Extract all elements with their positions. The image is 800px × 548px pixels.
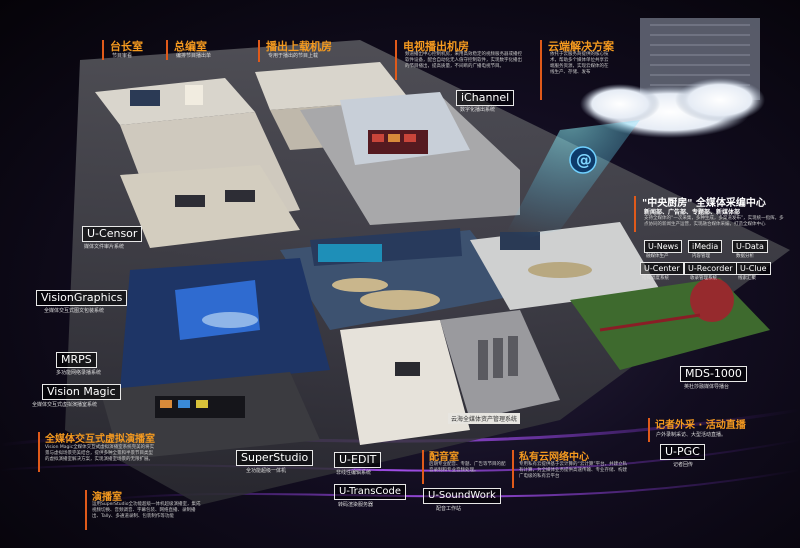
visiongraphics-tag: VisionGraphics [36, 290, 128, 306]
cabinet [185, 85, 203, 105]
tool-urecorder-desc: 收录管理系统 [690, 276, 717, 281]
tool-imedia: iMedia [688, 240, 723, 253]
label-dianshi-title: 电视播出机房 [403, 40, 469, 53]
xuni-desc: Vision Magic全媒体交互式虚拟演播室系统完美的将实景与虚拟场景完美结合… [45, 445, 155, 462]
room-floor [120, 165, 300, 248]
label-taizhang-desc: 节目审看 [112, 53, 133, 59]
label-zongbian-desc: 编排节目播出单 [176, 53, 212, 59]
tv-screen [130, 90, 160, 106]
superstudio-tag: SuperStudio [236, 450, 314, 466]
tool-unews: U-News [644, 240, 683, 253]
usoundwork-tag: U-SoundWork [423, 488, 501, 504]
mds-desc: 英杜莎融媒体导播台 [684, 384, 730, 390]
label-bochu-shangzai-desc: 专用于播出的节目上载 [268, 53, 319, 59]
tool-ucenter-desc: 指挥调度系统 [642, 276, 669, 281]
label-taizhang-title: 台长室 [110, 40, 143, 53]
uedit-tag: U-EDIT [334, 452, 382, 468]
waicai-title: 记者外采 · 活动直播 [655, 420, 746, 431]
utranscode-tag: U-TransCode [334, 484, 407, 500]
yanbo-title: 演播室 [92, 492, 122, 503]
label-yunduan-desc: 依托于云服务商提供的核心技术，帮助多个媒体单位共享云端服务资源，实现云媒体的在线… [550, 52, 609, 75]
at-icon: @ [576, 150, 592, 169]
usoundwork-desc: 配音工作站 [436, 506, 462, 512]
label-bochu-shangzai-title: 播出上载机房 [266, 40, 332, 53]
zhongyang-desc: 支持全媒体的“一次采集，多种生成，多渠道发布”，实现统一指挥，多点协同的新闻生产… [644, 216, 784, 227]
tool-ucenter: U-Center [640, 262, 684, 275]
siyou-title: 私有云网络中心 [519, 452, 589, 463]
tool-urecorder: U-Recorder [684, 262, 737, 275]
superstudio-desc: 全功能超级一体机 [246, 468, 287, 474]
tool-uclue-desc: 线索汇聚 [738, 276, 756, 281]
yunhai-tag: 云海全媒体资产管理系统 [448, 413, 521, 424]
visionmagic-tag: Vision Magic [42, 384, 121, 400]
stage-screen [690, 278, 734, 322]
uedit-desc: 非线性编辑系统 [336, 470, 372, 476]
yanbo-desc: 运用SuperStudio全功能超级一体机超级演播室，集成视频切换、音频调音、字… [92, 502, 201, 519]
newsroom-screen [318, 244, 382, 262]
utranscode-desc: 转码渲染服务器 [338, 502, 374, 508]
tool-uclue: U-Clue [736, 262, 771, 275]
tool-unews-desc: 融媒体生产 [646, 254, 669, 259]
data-beam [500, 120, 640, 245]
mrps-tag: MRPS [56, 352, 97, 368]
peiyin-title: 配音室 [429, 452, 459, 463]
visionmagic-desc: 全媒体交互式虚拟演播室系统 [32, 402, 98, 408]
waicai-desc: 户外录制采访、大型活动直播。 [656, 432, 727, 438]
tool-udata: U-Data [732, 240, 768, 253]
upgc-tag: U-PGC [660, 444, 705, 460]
ucensor-tag: U-Censor [82, 226, 143, 242]
label-dianshi-desc: 频道播出中心控制机房，采用高效稳定的视频服务器或播控软件设备，配合自动化无人值守… [405, 52, 522, 69]
siyou-desc: 专用私有云提供基于云计算的“云计算”平台，并建立私有计算，为全媒体业务提供高速传… [519, 462, 628, 479]
ichannel-desc: 数字化播出系统 [460, 107, 496, 113]
ucensor-desc: 媒体文件审片系统 [84, 244, 125, 250]
mds-tag: MDS-1000 [680, 366, 747, 382]
at-badge [569, 146, 597, 174]
label-zongbian-title: 总编室 [174, 40, 207, 53]
dubbing-room [340, 320, 470, 445]
visiongraphics-desc: 全媒体交互式图文包装系统 [44, 308, 105, 314]
label-yunduan-title: 云端解决方案 [548, 40, 614, 53]
zhongyang-title: "中央厨房" 全媒体采编中心 [642, 198, 766, 209]
virtual-set [175, 280, 260, 340]
zhongyang-sub: 新闻部、广告部、专题部、新媒体部 [644, 209, 741, 216]
xuni-title: 全媒体交互式虚拟演播室 [45, 434, 155, 445]
tool-udata-desc: 数据分析 [736, 254, 754, 259]
ichannel-tag: iChannel [456, 90, 515, 106]
mrps-desc: 多功能网络录播系统 [56, 370, 102, 376]
upgc-desc: 记者回传 [673, 462, 694, 468]
peiyin-desc: 后期专业配音、专题、广告等节目的配音录制和专业音频处理。 [429, 462, 506, 473]
tool-imedia-desc: 内容管理 [692, 254, 710, 259]
room-wall [95, 78, 255, 125]
